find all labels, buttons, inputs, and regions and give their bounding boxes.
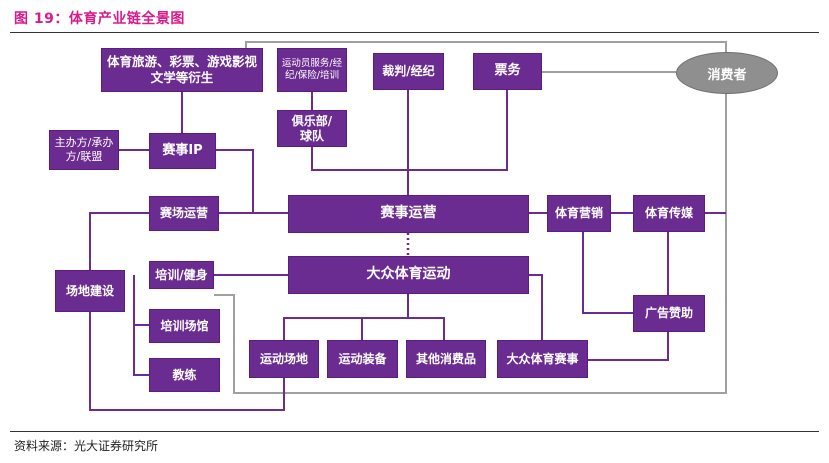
line-club-eventop	[311, 147, 408, 171]
line-construction-venue	[89, 312, 285, 411]
node-training-fitness: 培训/健身	[149, 261, 214, 289]
line-consumer-loop	[214, 92, 727, 394]
node-sports-venue: 运动场地	[249, 340, 319, 378]
line-venueop-construction	[89, 212, 149, 270]
node-venue-operation: 赛场运营	[149, 196, 219, 231]
node-club: 俱乐部/球队	[277, 110, 347, 147]
figure-title: 图 19：体育产业链全景图	[14, 11, 185, 27]
line-mass-massevents	[529, 274, 543, 340]
line-marketing-sponsor	[582, 232, 633, 314]
node-sports-media: 体育传媒	[633, 195, 705, 232]
node-consumer: 消费者	[676, 52, 778, 94]
node-athlete-services: 运动员服务/经纪/保险/培训	[277, 48, 347, 92]
node-other-consumables: 其他消费品	[406, 340, 486, 378]
node-coach: 教练	[149, 358, 220, 392]
top-rule	[10, 32, 819, 33]
bottom-rule	[10, 431, 819, 432]
node-training-venue: 培训场馆	[149, 309, 220, 343]
line-ip-eventop	[216, 149, 288, 214]
line-sponsor-massevents	[588, 332, 669, 361]
node-mass-sports: 大众体育运动	[288, 256, 529, 294]
node-referee: 裁判/经纪	[373, 53, 444, 90]
node-venue-construction: 场地建设	[55, 270, 125, 312]
node-derivatives: 体育旅游、彩票、游戏影视文学等衍生	[101, 48, 263, 92]
node-sports-equipment: 运动装备	[327, 340, 398, 378]
node-sponsorship: 广告赞助	[633, 295, 705, 332]
line-ticketing-eventop	[408, 90, 508, 171]
source-note: 资料来源：光大证券研究所	[14, 439, 159, 453]
node-mass-events: 大众体育赛事	[497, 340, 588, 378]
node-sports-marketing: 体育营销	[547, 195, 611, 232]
node-organizer: 主办方/承办方/联盟	[49, 130, 119, 170]
node-ticketing: 票务	[473, 53, 542, 90]
line-distribution-bar	[283, 317, 445, 340]
node-event-ip: 赛事IP	[149, 133, 216, 169]
line-training-coach	[133, 275, 149, 376]
node-event-operation: 赛事运营	[288, 195, 529, 233]
